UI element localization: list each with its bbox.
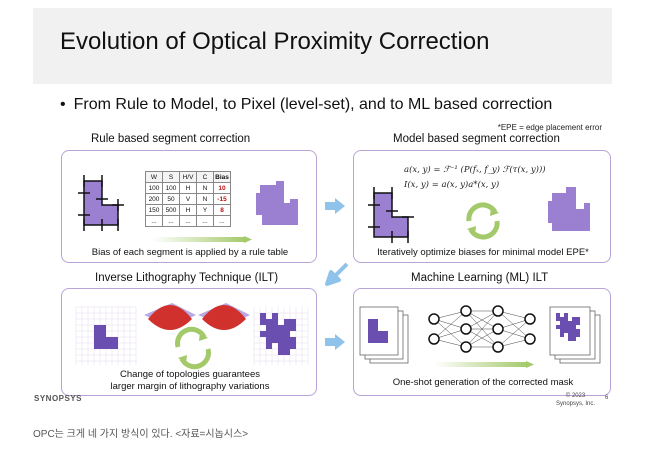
title-bar: Evolution of Optical Proximity Correctio… [33,8,612,84]
page-number: 6 [605,395,609,401]
table-cell: -15 [213,193,231,205]
slide: Evolution of Optical Proximity Correctio… [33,8,612,418]
synopsys-logo: SYNOPSYS [34,394,83,403]
table-cell: 150 [145,204,163,216]
ml-caption: One-shot generation of the corrected mas… [392,377,574,388]
table-cell: H [179,182,197,194]
table-cell: ... [196,215,214,227]
article-caption: OPC는 크게 네 가지 방식이 있다. <자료=시놉시스> [33,429,249,440]
rule-output-shape [256,181,298,225]
neural-network-icon [428,305,536,353]
table-cell: ... [145,215,163,227]
rule-table-header-cell: Bias [213,171,231,183]
bullet-text: From Rule to Model, to Pixel (level-set)… [73,96,553,113]
table-cell: 100 [162,182,180,194]
ilt-panel: Change of topologies guarantees larger m… [61,288,317,396]
bullet-point: • From Rule to Model, to Pixel (level-set… [60,96,552,114]
ml-panel: One-shot generation of the corrected mas… [353,288,611,396]
model-panel: a(x, y) = ℱ⁻¹ (P(fₓ, f_y) ℱ(τ(x, y))) I(… [353,150,611,263]
model-caption: Iteratively optimize biases for minimal … [377,247,589,258]
table-cell: Y [196,204,214,216]
table-cell: ... [213,215,231,227]
table-cell: 50 [162,193,180,205]
ml-progress-arrow [434,361,534,368]
table-row: 100 100 H N 10 [145,182,231,194]
rule-panel-title: Rule based segment correction [91,133,251,145]
ilt-input-grid [75,306,137,365]
ilt-panel-title: Inverse Lithography Technique (ILT) [95,272,279,284]
model-output-shape [548,187,590,231]
ml-output-stack [549,306,601,364]
rule-table-header-cell: W [145,171,163,183]
ml-input-stack [359,306,409,364]
table-cell: N [196,182,214,194]
rule-progress-arrow [152,236,252,243]
slide-title: Evolution of Optical Proximity Correctio… [60,28,490,55]
model-equation-1: a(x, y) = ℱ⁻¹ (P(fₓ, f_y) ℱ(τ(x, y))) [404,165,546,175]
rule-table-header-cell: C [196,171,214,183]
rule-input-shape [78,175,124,231]
table-cell: V [179,193,197,205]
epe-footnote: *EPE = edge placement error [497,123,602,132]
table-cell: 10 [213,182,231,194]
table-cell: 200 [145,193,163,205]
table-cell: N [196,193,214,205]
right-arrow-icon [325,334,345,350]
table-cell: 100 [145,182,163,194]
rule-table-header-cell: S [162,171,180,183]
table-row: 150 500 H Y 8 [145,204,231,216]
table-cell: ... [162,215,180,227]
rule-table-header-cell: H/V [179,171,197,183]
right-arrow-icon [325,198,345,214]
table-cell: 8 [213,204,231,216]
diagonal-arrow-icon [325,262,349,286]
ilt-caption: Change of topologies guarantees larger m… [62,369,318,393]
model-panel-title: Model based segment correction [393,133,560,145]
table-cell: ... [179,215,197,227]
ml-panel-title: Machine Learning (ML) ILT [411,272,549,284]
table-cell: 500 [162,204,180,216]
copyright-line-2: Synopsys, Inc. [556,401,596,407]
model-input-shape [368,187,414,243]
ilt-caption-line-1: Change of topologies guarantees [120,369,260,380]
bullet-dot-icon: • [60,96,66,113]
rule-panel: W S H/V C Bias 100 100 H N 10 200 50 V N… [61,150,317,263]
ilt-output-grid [253,307,309,365]
rule-caption: Bias of each segment is applied by a rul… [91,247,289,258]
copyright-line-1: © 2023 [565,393,586,399]
rule-table: W S H/V C Bias 100 100 H N 10 200 50 V N… [145,171,231,227]
table-row: ... ... ... ... ... [145,215,231,227]
model-equation-2: I(x, y) = a(x, y)a*(x, y) [404,180,500,190]
table-row: 200 50 V N -15 [145,193,231,205]
ilt-caption-line-2: larger margin of lithography variations [110,381,270,392]
table-cell: H [179,204,197,216]
copyright-notice: © 2023 Synopsys, Inc. [556,392,595,408]
ilt-level-set-surfaces [144,303,250,370]
rule-table-header: W S H/V C Bias [145,171,231,183]
iterate-cycle-icon [466,202,500,240]
